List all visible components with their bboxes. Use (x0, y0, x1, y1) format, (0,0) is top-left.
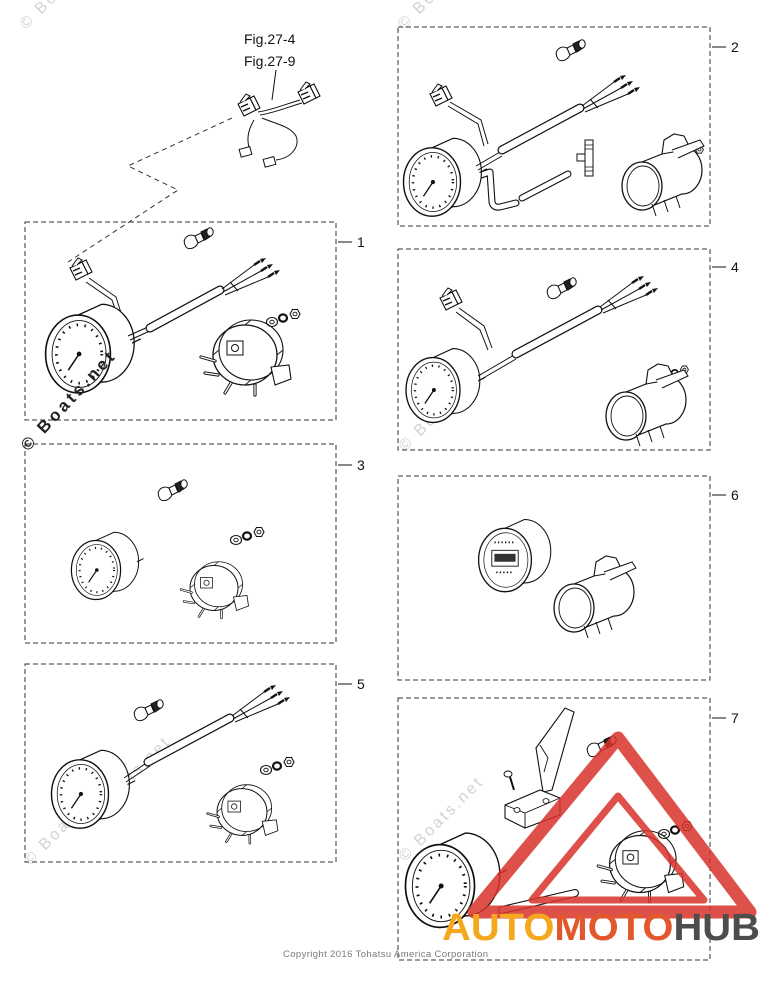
callout-1: 1 (357, 234, 365, 250)
assembly-4-bracket (605, 363, 689, 447)
assembly-2-hose (518, 170, 572, 202)
assembly-6-frame (397, 475, 711, 681)
assembly-2-gauge (402, 137, 489, 218)
logo-part-hub: HUB (673, 907, 760, 949)
callout-7: 7 (731, 710, 739, 726)
assembly-1-washers-nut (265, 308, 302, 328)
callout-3: 3 (357, 457, 365, 473)
watermark-text: © Boats.net (395, 0, 485, 33)
assembly-4-frame (397, 248, 711, 451)
watermark-text: © Boats.net (17, 0, 107, 33)
harness-terminal (238, 145, 253, 158)
assembly-3-bulb (157, 479, 188, 502)
assembly-5-wires (123, 761, 151, 783)
assembly-7-bracket (596, 829, 686, 904)
callout-4: 4 (731, 259, 739, 275)
assembly-1-bulb (183, 227, 214, 250)
figure-ref-leader-line (271, 69, 277, 101)
assembly-4-wires (455, 307, 493, 351)
assembly-1-leads (220, 256, 282, 297)
harness-wire (257, 99, 303, 116)
assembly-4-bulb (546, 277, 577, 300)
assembly-7-frame (397, 697, 711, 961)
harness-dashed-link (67, 117, 233, 263)
watermarks-faint: © Boats.net © Boats.net © Boats.net © Bo… (17, 0, 486, 869)
assembly-5-washers-nut (259, 756, 296, 776)
callout-5: 5 (357, 676, 365, 692)
callout-2: 2 (731, 39, 739, 55)
assembly-1: 1 (24, 221, 365, 421)
assembly-2-frame (397, 26, 711, 227)
callout-6: 6 (731, 487, 739, 503)
assembly-1-bracket (199, 318, 293, 397)
assembly-1-connector (69, 257, 93, 281)
assembly-1-sleeve (145, 285, 225, 333)
assembly-4: 4 (397, 248, 739, 451)
logo-triangle-outer (467, 731, 757, 919)
assembly-2: 2 (397, 26, 739, 227)
harness-terminal (262, 155, 277, 168)
assembly-6-digital-gauge (477, 518, 552, 593)
assembly-3: 3 (24, 443, 365, 644)
assembly-2-bulb (555, 39, 586, 62)
assembly-2-pipe (474, 168, 520, 211)
harness-reference: Fig.27-4 Fig.27-9 (67, 31, 321, 263)
assembly-6-bracket (553, 555, 637, 639)
logo-part-moto: MOTO (554, 907, 673, 949)
assembly-2-leads (580, 73, 642, 114)
assembly-4-gauge (404, 347, 487, 424)
assembly-4-connector (439, 287, 463, 311)
assembly-2-connector (429, 83, 453, 107)
assembly-5-bulb (133, 699, 164, 722)
assembly-2-tee-fitting (576, 139, 594, 177)
assembly-2-wires (447, 101, 489, 147)
assembly-3-gauge (70, 531, 145, 601)
assembly-5-leads (230, 683, 292, 724)
figure-ref-a: Fig.27-4 (244, 31, 296, 47)
assembly-3-bracket (179, 560, 250, 620)
logo-triangle-inner (528, 792, 708, 904)
assembly-2-bracket (621, 133, 705, 217)
harness-connector-a (237, 93, 261, 117)
assembly-3-frame (24, 443, 337, 644)
harness-wire (247, 119, 255, 151)
logo-part-auto: AUTO (442, 907, 554, 949)
assembly-2-sleeve (497, 103, 585, 155)
assembly-5-gauge (50, 749, 137, 830)
assembly-6: 6 (397, 475, 739, 681)
assembly-5-frame (24, 663, 337, 863)
assembly-4-leads (598, 274, 660, 315)
assembly-3-washers-nut (229, 526, 266, 546)
assembly-4-wires (477, 354, 517, 381)
copyright-notice: Copyright 2016 Tohatsu America Corporati… (283, 949, 488, 960)
assembly-5-sleeve (143, 713, 235, 767)
assembly-5-bracket (206, 783, 280, 845)
assembly-5: 5 (24, 663, 365, 863)
assembly-4-sleeve (511, 305, 603, 359)
assembly-7-screw (503, 770, 515, 791)
assembly-7-mount-arm (535, 707, 575, 793)
figure-ref-b: Fig.27-9 (244, 53, 296, 69)
assembly-2-wires (475, 151, 503, 171)
assembly-1-frame (24, 221, 337, 421)
harness-connector-b (297, 81, 321, 105)
harness-wire (261, 117, 298, 161)
